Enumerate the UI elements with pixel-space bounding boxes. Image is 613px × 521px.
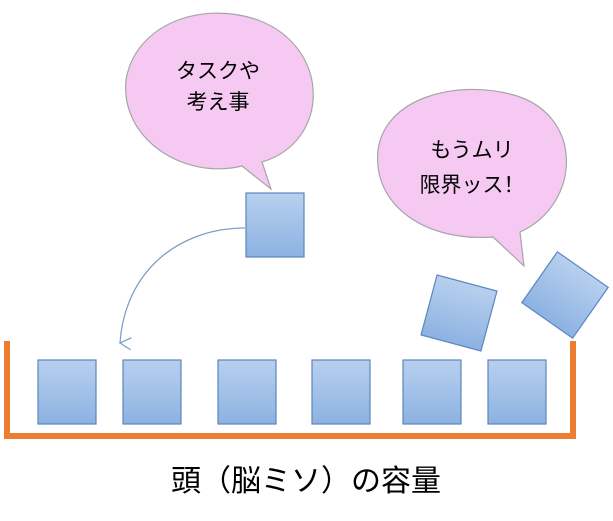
stored-box-3 [217,359,277,425]
task-bubble-line-1: タスクや [176,59,260,83]
overflow-bubble-line-2: 限界ッス！ [420,173,525,197]
insert-arrow [118,227,246,351]
falling-box-left [420,274,498,352]
capacity-caption: 頭（脳ミソ）の容量 [171,464,441,499]
falling-box-right [520,250,610,340]
task-speech-bubble: タスクや 考え事 [125,12,314,191]
capacity-container [4,341,576,439]
stored-box-5 [402,359,462,425]
overflow-bubble-line-1: もうムリ [430,138,513,162]
incoming-task-box [245,192,305,258]
stored-box-4 [311,359,371,425]
task-bubble-line-2: 考え事 [187,90,250,114]
stored-box-2 [122,359,182,425]
stored-box-1 [37,359,97,425]
overflow-speech-bubble: もうムリ 限界ッス！ [377,88,567,268]
stored-box-6 [487,359,547,425]
